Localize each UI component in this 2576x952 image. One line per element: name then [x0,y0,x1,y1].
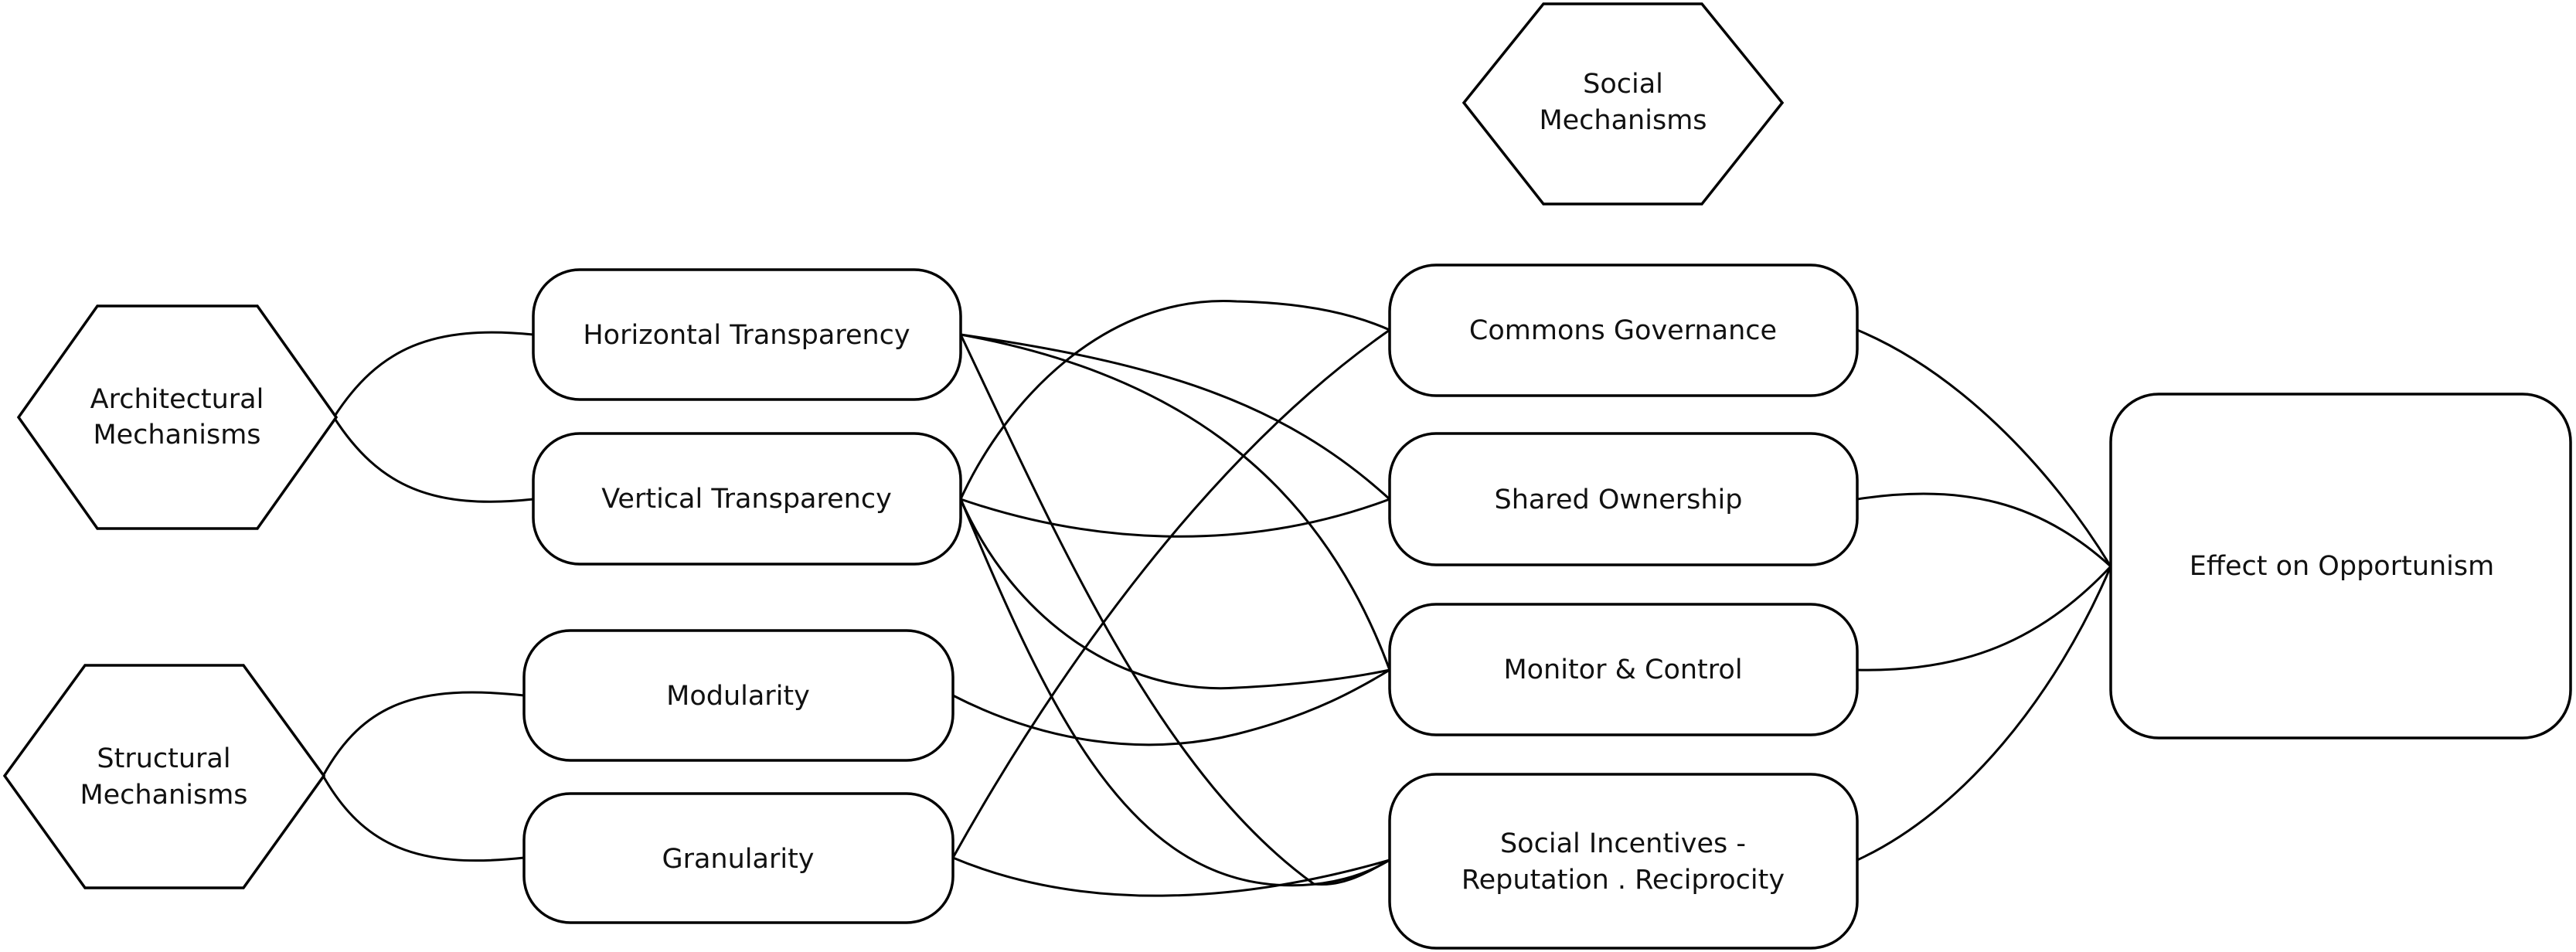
edge-social-incentives-to-effect [1856,566,2112,862]
hexagon-label: Social [1583,69,1663,100]
edge-horizontal-transparency-to-social-incentives [959,334,1390,886]
edge-shared-ownership-to-effect [1856,492,2112,568]
hexagon-label: Mechanisms [80,780,247,811]
node-label: Modularity [666,681,810,712]
hexagon-label: Structural [97,743,230,774]
edge-structural-to-granularity [322,775,525,862]
hexagon-social-mechanisms: Social Mechanisms [1462,2,1785,206]
node-label: Granularity [662,844,814,875]
edge-monitor-control-to-effect [1856,565,2112,672]
edge-architectural-to-vertical-transparency [332,416,534,503]
hexagon-architectural-mechanisms: Architectural Mechanisms [16,304,339,530]
node-effect-on-opportunism: Effect on Opportunism [2109,393,2572,740]
node-label: Horizontal Transparency [583,320,910,351]
node-commons-governance: Commons Governance [1388,264,1859,397]
node-shared-ownership: Shared Ownership [1388,432,1859,566]
edge-vertical-transparency-to-commons-governance [959,300,1390,500]
node-label: Shared Ownership [1495,484,1743,515]
node-label: Vertical Transparency [601,484,892,515]
edge-granularity-to-social-incentives [952,856,1390,897]
node-horizontal-transparency: Horizontal Transparency [532,268,962,401]
edge-modularity-to-monitor-control [952,668,1390,746]
node-vertical-transparency: Vertical Transparency [532,432,962,566]
hexagon-label: Mechanisms [93,420,260,450]
node-label: Commons Governance [1469,315,1777,346]
connectors [322,300,2112,897]
node-social-incentives: Social Incentives - Reputation . Recipro… [1388,773,1859,950]
edge-horizontal-transparency-to-shared-ownership [960,333,1391,501]
edge-vertical-transparency-to-shared-ownership [960,498,1390,538]
node-label: Reputation . Reciprocity [1462,865,1785,896]
edge-vertical-transparency-to-social-incentives [959,498,1390,887]
hexagon-label: Mechanisms [1539,105,1707,136]
node-label: Social Incentives - [1500,828,1746,859]
node-label: Effect on Opportunism [2190,551,2495,582]
node-modularity: Modularity [522,629,955,762]
node-monitor-control: Monitor & Control [1388,603,1859,736]
node-granularity: Granularity [522,792,955,924]
node-label: Monitor & Control [1503,654,1742,685]
edge-structural-to-modularity [322,691,525,777]
edge-architectural-to-horizontal-transparency [332,331,534,418]
hexagon-label: Architectural [90,384,264,415]
edge-horizontal-transparency-to-monitor-control [960,333,1391,671]
edge-commons-governance-to-effect [1856,328,2112,567]
edge-granularity-to-commons-governance [951,328,1390,858]
hexagon-structural-mechanisms: Structural Mechanisms [2,664,326,889]
edge-vertical-transparency-to-monitor-control [959,498,1390,690]
